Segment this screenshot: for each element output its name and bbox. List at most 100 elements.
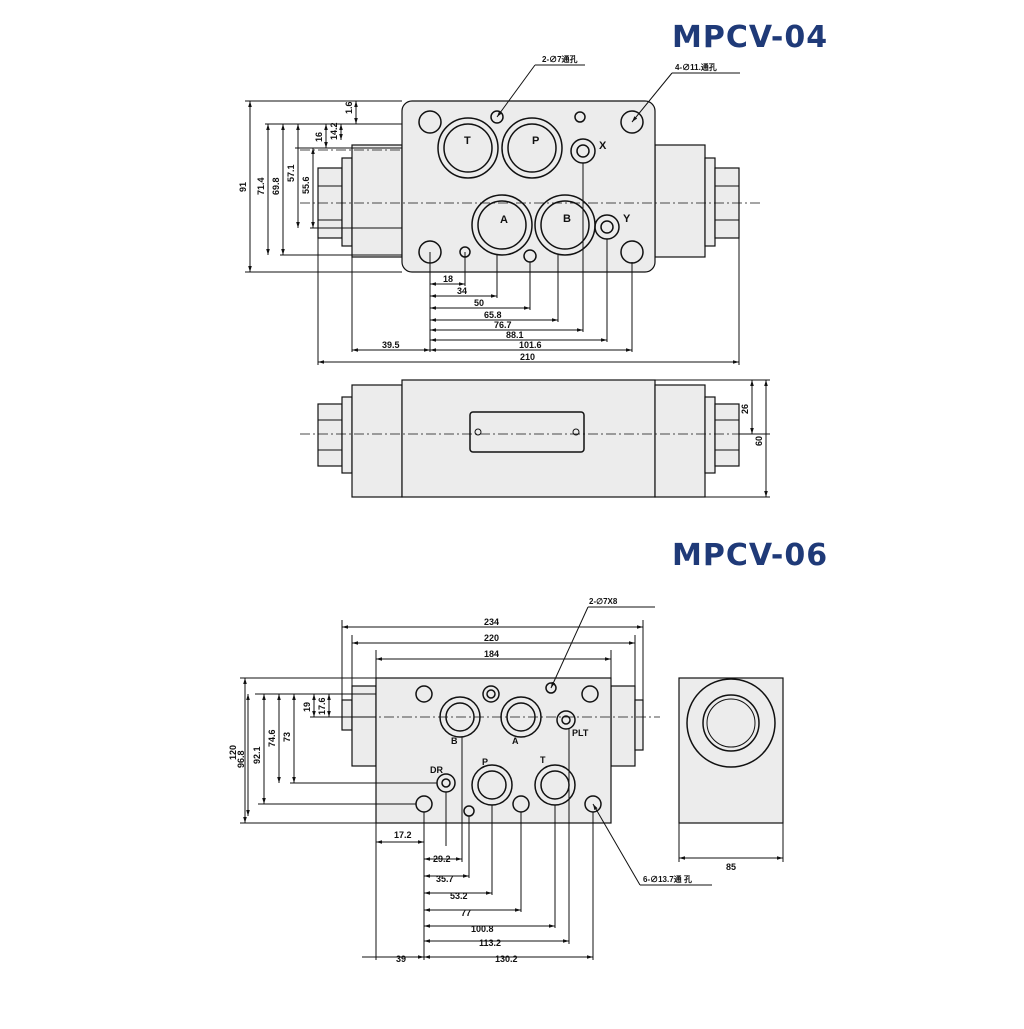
right-end-block	[610, 685, 636, 767]
dim-19: 19	[302, 702, 312, 712]
mount-hole	[581, 685, 599, 703]
port-label-plt: PLT	[572, 728, 589, 738]
note-4-11-thru: 4-∅11.通孔	[675, 62, 717, 72]
dim-71-4: 71.4	[256, 177, 266, 195]
dim-100-8: 100.8	[471, 924, 494, 934]
port-label-x: X	[599, 140, 607, 152]
dim-14-2: 14.2	[329, 122, 339, 140]
port-p-ring	[501, 117, 563, 179]
dim-26: 26	[740, 404, 750, 414]
dim-39-5: 39.5	[382, 340, 400, 350]
mount-hole	[620, 110, 644, 134]
dim-57-1: 57.1	[286, 164, 296, 182]
nameplate	[469, 411, 585, 453]
port-label-t: T	[464, 135, 471, 147]
dim-55-6: 55.6	[301, 176, 311, 194]
port-label-a: A	[500, 214, 508, 226]
side-bore-outer	[686, 678, 776, 768]
screw	[474, 428, 482, 436]
dim-1-6: 1.6	[344, 101, 354, 114]
dim-50: 50	[474, 298, 484, 308]
dim-77: 77	[461, 908, 471, 918]
mount-hole	[418, 110, 442, 134]
note-2-7x8: 2-∅7X8	[589, 597, 618, 606]
port-b	[540, 200, 590, 250]
port-a-ring	[471, 194, 533, 256]
port-plt	[556, 710, 576, 730]
mpcv06-side-view: 85	[678, 677, 784, 872]
dim-74-6: 74.6	[267, 729, 277, 747]
mount-hole	[482, 685, 500, 703]
left-end-block	[351, 685, 377, 767]
port-a	[477, 200, 527, 250]
dim-113-2: 113.2	[479, 938, 501, 948]
right-cylinder	[654, 144, 706, 258]
port-b-06	[445, 702, 475, 732]
dim-210: 210	[520, 352, 535, 362]
port-b-ring-06	[439, 696, 481, 738]
port-label-b-06: B	[451, 736, 458, 746]
note-2-7-thru: 2-∅7通孔	[542, 54, 578, 64]
mount-hole	[415, 685, 433, 703]
dim-120: 120	[228, 745, 238, 760]
dim-65-8: 65.8	[484, 310, 502, 320]
dim-17-2: 17.2	[394, 830, 412, 840]
left-boss	[341, 699, 353, 731]
port-p	[507, 123, 557, 173]
screw	[572, 428, 580, 436]
dim-88-1: 88.1	[506, 330, 524, 340]
side-right-hex	[714, 403, 740, 467]
dim-60: 60	[754, 436, 764, 446]
port-t-ring	[437, 117, 499, 179]
pin-hole	[574, 111, 586, 123]
side-body	[401, 379, 656, 498]
port-p-06	[477, 770, 507, 800]
dim-34: 34	[457, 286, 467, 296]
dim-184: 184	[484, 649, 499, 659]
dim-234: 234	[484, 617, 499, 627]
dim-91: 91	[238, 182, 248, 192]
title-mpcv-06: MPCV-06	[672, 538, 829, 573]
mpcv04-top-view: T P X A B Y 2-∅7通孔 4-∅11.通孔	[238, 54, 760, 365]
mpcv04-side-view: 26 60	[300, 379, 770, 498]
right-collar	[704, 157, 716, 247]
side-right-cylinder	[654, 384, 706, 498]
port-label-p-06: P	[482, 757, 488, 767]
pin-hole	[490, 110, 504, 124]
dim-130-2: 130.2	[495, 954, 518, 964]
dim-101-6: 101.6	[519, 340, 542, 350]
dim-96-8: 96.8	[236, 750, 246, 768]
port-label-t-06: T	[540, 755, 546, 765]
left-cylinder	[351, 144, 403, 258]
dim-39: 39	[396, 954, 406, 964]
dim-69-8: 69.8	[271, 177, 281, 195]
dim-17-6: 17.6	[317, 697, 327, 715]
note-6-13-7-thru: 6-∅13.7通 孔	[643, 874, 692, 884]
dim-53-2: 53.2	[450, 891, 468, 901]
port-label-p: P	[532, 135, 539, 147]
dim-35-7: 35.7	[436, 874, 454, 884]
port-label-a-06: A	[512, 736, 519, 746]
dim-76-7: 76.7	[494, 320, 512, 330]
side-bore-inner	[702, 694, 760, 752]
port-a-ring-06	[500, 696, 542, 738]
dim-92-1: 92.1	[252, 746, 262, 764]
port-label-dr: DR	[430, 765, 443, 775]
mpcv06-top-view: B A PLT DR P T 2-∅7X8 6-∅13.7通 孔 234 22	[228, 597, 712, 964]
port-a-06	[506, 702, 536, 732]
dim-220: 220	[484, 633, 499, 643]
port-t	[443, 123, 493, 173]
valve-body-06	[375, 677, 612, 824]
dim-18: 18	[443, 274, 453, 284]
title-mpcv-04: MPCV-04	[672, 20, 829, 55]
dim-85: 85	[726, 862, 736, 872]
right-boss	[634, 699, 644, 751]
dim-73: 73	[282, 732, 292, 742]
port-label-b: B	[563, 213, 571, 225]
side-left-cylinder	[351, 384, 403, 498]
left-collar	[341, 157, 353, 247]
dim-29-2: 29.2	[433, 854, 451, 864]
port-label-y: Y	[623, 213, 631, 225]
